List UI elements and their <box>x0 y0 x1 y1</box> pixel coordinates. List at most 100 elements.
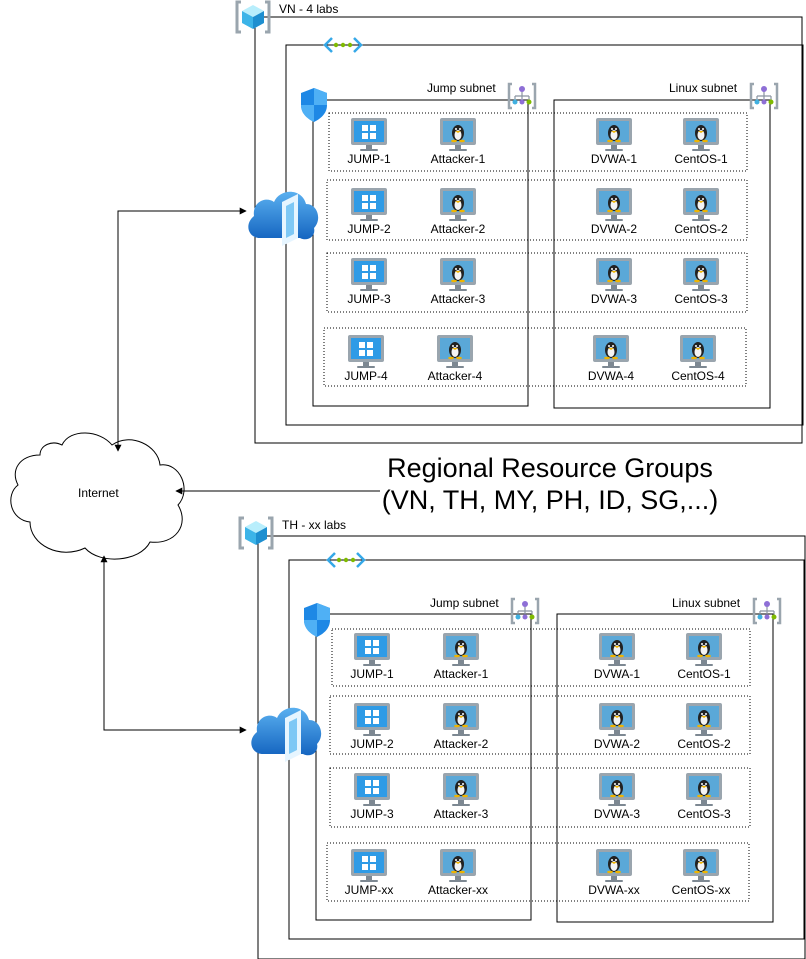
windows-vm-icon <box>351 118 387 151</box>
resource-group-1 <box>235 0 804 444</box>
lab-row-frame <box>329 767 751 828</box>
attacker-vm-label: Attacker-1 <box>430 152 486 166</box>
jump-vm-label: JUMP-2 <box>350 737 394 751</box>
linux-vm-icon <box>593 335 629 368</box>
windows-vm-icon <box>348 335 384 368</box>
network-security-group-shield-icon <box>304 603 330 637</box>
internet-cloud <box>10 432 185 560</box>
jump-vm-label: JUMP-3 <box>350 807 394 821</box>
centos-vm-label: CentOS-1 <box>674 152 728 166</box>
lab-row-frame <box>326 179 748 241</box>
dvwa-vm-label: DVWA-1 <box>590 152 638 166</box>
application-gateway-cloud-icon <box>248 191 319 246</box>
windows-vm-icon <box>351 188 387 221</box>
lab-row-frame <box>323 327 747 387</box>
subnet-icon <box>507 82 537 110</box>
resource-group-title: TH - xx labs <box>282 518 347 532</box>
application-gateway-cloud-icon <box>251 707 322 762</box>
attacker-vm-label: Attacker-1 <box>433 667 489 681</box>
lab-row-frame <box>326 252 748 313</box>
linux-subnet-frame <box>553 99 771 409</box>
jump-vm-label: JUMP-1 <box>350 667 394 681</box>
attacker-vm-label: Attacker-4 <box>427 369 483 383</box>
linux-vm-icon <box>437 335 473 368</box>
linux-vm-icon <box>599 633 635 666</box>
attacker-vm-label: Attacker-3 <box>433 807 489 821</box>
internet-label: Internet <box>78 486 119 500</box>
windows-vm-icon <box>351 849 387 882</box>
dvwa-vm-label: DVWA-2 <box>590 222 638 236</box>
linux-vm-icon <box>440 118 476 151</box>
jump-vm-label: JUMP-xx <box>344 883 394 897</box>
dvwa-vm-label: DVWA-xx <box>588 883 640 897</box>
subnet-icon <box>752 597 782 625</box>
linux-vm-icon <box>443 703 479 736</box>
windows-vm-icon <box>351 258 387 291</box>
linux-vm-icon <box>683 258 719 291</box>
resource-group-cube-icon <box>238 516 274 550</box>
linux-subnet-label: Linux subnet <box>669 81 738 95</box>
jump-vm-label: JUMP-4 <box>344 369 388 383</box>
lab-row-frame <box>329 695 751 755</box>
linux-vm-icon <box>680 335 716 368</box>
linux-vm-icon <box>686 703 722 736</box>
jump-vm-label: JUMP-2 <box>347 222 391 236</box>
linux-vm-icon <box>443 773 479 806</box>
arrow-gateway1-internet <box>114 207 247 452</box>
dvwa-vm-label: DVWA-2 <box>593 737 641 751</box>
dvwa-vm-label: DVWA-4 <box>587 369 635 383</box>
network-security-group-shield-icon <box>301 88 327 122</box>
centos-vm-label: CentOS-3 <box>674 292 728 306</box>
windows-vm-icon <box>354 633 390 666</box>
attacker-vm-label: Attacker-2 <box>430 222 486 236</box>
regional-title-line2: (VN, TH, MY, PH, ID, SG,...) <box>381 485 719 515</box>
jump-vm-label: JUMP-1 <box>347 152 391 166</box>
dvwa-vm-label: DVWA-3 <box>593 807 641 821</box>
windows-vm-icon <box>354 703 390 736</box>
lab-row-frame <box>331 628 751 687</box>
jump-subnet-label: Jump subnet <box>430 596 499 610</box>
attacker-vm-label: Attacker-xx <box>427 883 488 897</box>
centos-vm-label: CentOS-2 <box>674 222 728 236</box>
linux-subnet-label: Linux subnet <box>672 596 741 610</box>
attacker-vm-label: Attacker-3 <box>430 292 486 306</box>
lab-row-frame <box>326 842 750 902</box>
centos-vm-label: CentOS-3 <box>677 807 731 821</box>
resource-group-title: VN - 4 labs <box>279 2 339 16</box>
linux-vm-icon <box>596 849 632 882</box>
linux-vm-icon <box>440 188 476 221</box>
dvwa-vm-label: DVWA-1 <box>593 667 641 681</box>
linux-vm-icon <box>683 188 719 221</box>
linux-vm-icon <box>596 188 632 221</box>
attacker-vm-label: Attacker-2 <box>433 737 489 751</box>
lab-row-frame <box>328 112 748 172</box>
linux-vm-icon <box>596 258 632 291</box>
subnet-icon <box>749 82 779 110</box>
jump-subnet-frame <box>312 99 529 407</box>
linux-vm-icon <box>443 633 479 666</box>
centos-vm-label: CentOS-1 <box>677 667 731 681</box>
virtual-network-icon <box>326 552 366 568</box>
centos-vm-label: CentOS-xx <box>671 883 731 897</box>
subnet-icon <box>510 597 540 625</box>
linux-vm-icon <box>599 703 635 736</box>
groups-layer <box>235 0 806 959</box>
windows-vm-icon <box>354 773 390 806</box>
linux-vm-icon <box>683 849 719 882</box>
linux-vm-icon <box>599 773 635 806</box>
resource-group-2 <box>238 516 806 959</box>
dvwa-vm-label: DVWA-3 <box>590 292 638 306</box>
linux-vm-icon <box>683 118 719 151</box>
virtual-network-icon <box>323 37 363 53</box>
regional-title-line1: Regional Resource Groups <box>387 453 713 483</box>
jump-vm-label: JUMP-3 <box>347 292 391 306</box>
linux-subnet-frame <box>556 613 774 923</box>
linux-vm-icon <box>440 258 476 291</box>
centos-vm-label: CentOS-2 <box>677 737 731 751</box>
centos-vm-label: CentOS-4 <box>671 369 725 383</box>
linux-vm-icon <box>596 118 632 151</box>
arrow-gateway2-internet <box>100 555 247 734</box>
linux-vm-icon <box>686 633 722 666</box>
linux-vm-icon <box>686 773 722 806</box>
